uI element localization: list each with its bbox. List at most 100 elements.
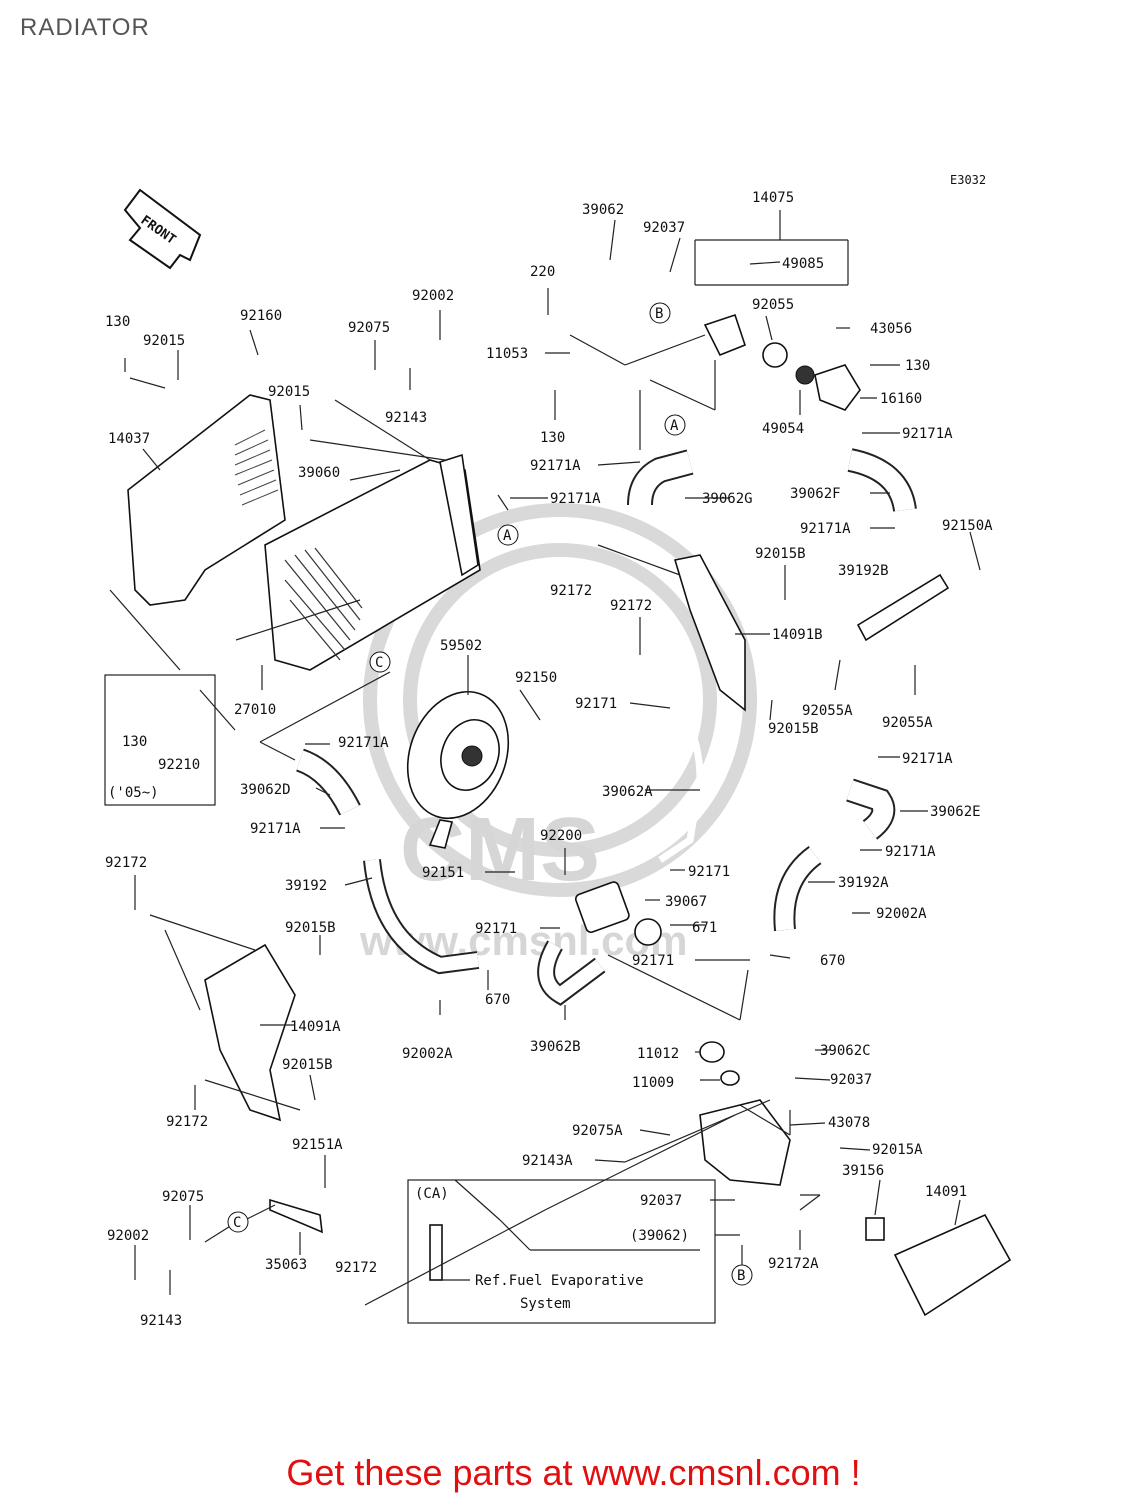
radiator-exploded-diagram: CMS www.cmsnl.com FRONT E3032 <box>104 173 1012 1329</box>
part-labels: 14075 39062 92037 49085 220 92055 43056 … <box>105 190 993 1329</box>
inset-box <box>104 674 216 806</box>
part-label: 92171 <box>575 696 617 712</box>
part-label: 59502 <box>440 638 482 654</box>
part-label: 92171 <box>632 953 674 969</box>
part-label: 92037 <box>640 1193 682 1209</box>
part-label: 92172 <box>610 598 652 614</box>
part-label: 14037 <box>108 431 150 447</box>
part-label: 92171A <box>902 751 953 767</box>
part-label: 92002 <box>412 288 454 304</box>
part-label: 39060 <box>298 465 340 481</box>
watermark-logo: CMS <box>400 800 600 900</box>
thermostat-shape <box>795 365 815 385</box>
part-label: 14091B <box>772 627 823 643</box>
part-label: 11053 <box>486 346 528 362</box>
part-label: 92015B <box>285 920 336 936</box>
part-label: 92171 <box>475 921 517 937</box>
part-label: 92075 <box>348 320 390 336</box>
cover-14091-shape <box>893 1213 1012 1317</box>
callout-note-line2: System <box>520 1296 571 1312</box>
marker-b-top: B <box>655 306 663 322</box>
part-label: 39062E <box>930 804 981 820</box>
callout-box <box>407 1179 716 1324</box>
part-label: 39192 <box>285 878 327 894</box>
pipe-39192B-shape <box>856 573 950 642</box>
ca-part-shape <box>429 1224 443 1281</box>
part-label: 92015B <box>768 721 819 737</box>
marker-a-right: A <box>670 418 679 434</box>
part-label: 92015B <box>755 546 806 562</box>
part-label: 92171A <box>250 821 301 837</box>
part-label: 92150 <box>515 670 557 686</box>
part-label: 39062B <box>530 1039 581 1055</box>
part-label: 220 <box>530 264 555 280</box>
part-label: 39192A <box>838 875 889 891</box>
part-label: 92172 <box>105 855 147 871</box>
part-label: 92037 <box>830 1072 872 1088</box>
part-label: 130 <box>905 358 930 374</box>
clamp-39156-shape <box>865 1217 885 1241</box>
part-label: 92210 <box>158 757 200 773</box>
part-label: 14091 <box>925 1184 967 1200</box>
part-label: 92171A <box>902 426 953 442</box>
part-label: 130 <box>540 430 565 446</box>
part-label: 39062D <box>240 782 291 798</box>
radiator-core-shape <box>264 453 481 671</box>
part-label: 43078 <box>828 1115 870 1131</box>
leader-lines <box>109 210 981 1306</box>
part-label: 92151 <box>422 865 464 881</box>
part-label: 92171A <box>800 521 851 537</box>
part-label: 27010 <box>234 702 276 718</box>
oil-cooler-shape <box>574 881 630 934</box>
part-label: 92150A <box>942 518 993 534</box>
part-label: 92143A <box>522 1153 573 1169</box>
part-label: 130 <box>122 734 147 750</box>
part-label: 92075 <box>162 1189 204 1205</box>
part-label: 670 <box>820 953 845 969</box>
o-ring-shape <box>762 342 788 368</box>
marker-c-bottom: C <box>233 1215 241 1231</box>
marker-a-left: A <box>503 528 512 544</box>
part-label: 92171A <box>530 458 581 474</box>
water-outlet-shape <box>703 313 746 357</box>
footer-link-text[interactable]: Get these parts at www.cmsnl.com ! <box>286 1452 861 1493</box>
marker-c-top: C <box>375 655 383 671</box>
cap-11012-shape <box>699 1041 725 1063</box>
part-label: 92015A <box>872 1142 923 1158</box>
reserve-tank-shape <box>699 1099 791 1186</box>
radiator-shroud-shape <box>127 394 286 606</box>
part-label: 92171A <box>550 491 601 507</box>
part-label: 11012 <box>637 1046 679 1062</box>
part-label: 92171A <box>885 844 936 860</box>
part-label: 49054 <box>762 421 804 437</box>
part-label: 39067 <box>665 894 707 910</box>
part-label: 14075 <box>752 190 794 206</box>
part-label: 92055 <box>752 297 794 313</box>
part-label: 670 <box>485 992 510 1008</box>
part-label: 92151A <box>292 1137 343 1153</box>
part-label: 92143 <box>140 1313 182 1329</box>
part-label: 92055A <box>802 703 853 719</box>
inset-variant-label: ('05~) <box>108 785 159 801</box>
part-label: 49085 <box>782 256 824 272</box>
part-label: 92002 <box>107 1228 149 1244</box>
part-label: 92171 <box>688 864 730 880</box>
page-title: RADIATOR <box>20 14 150 41</box>
cap-11009-shape <box>720 1070 740 1086</box>
part-label: 39062A <box>602 784 653 800</box>
part-label: 92002A <box>876 906 927 922</box>
part-label: 92075A <box>572 1123 623 1139</box>
part-label: 92172A <box>768 1256 819 1272</box>
bracket-35063-shape <box>269 1198 323 1234</box>
part-label: 92160 <box>240 308 282 324</box>
part-label: 39062 <box>582 202 624 218</box>
part-label: (39062) <box>630 1228 689 1244</box>
part-label: 92200 <box>540 828 582 844</box>
cover-14091A-shape <box>204 943 296 1122</box>
part-label: 39156 <box>842 1163 884 1179</box>
part-label: 92015 <box>143 333 185 349</box>
part-label: 92172 <box>550 583 592 599</box>
watermark: CMS www.cmsnl.com <box>359 503 757 964</box>
diagram-code: E3032 <box>950 173 986 187</box>
part-label: 671 <box>692 920 717 936</box>
